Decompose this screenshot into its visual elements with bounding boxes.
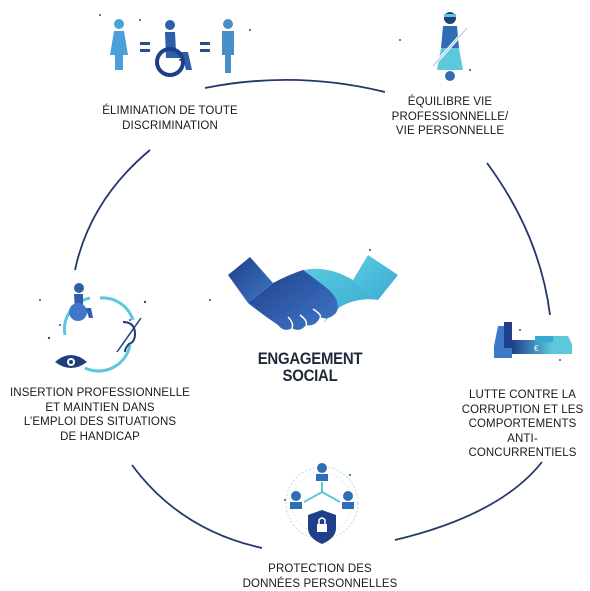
data-protection-icon — [285, 463, 359, 544]
label-discrimination: ÉLIMINATION DE TOUTE DISCRIMINATION — [102, 105, 238, 132]
label-equilibre: ÉQUILIBRE VIE PROFESSIONNELLE/ VIE PERSO… — [391, 96, 509, 137]
svg-text:€: € — [534, 344, 539, 353]
ring-arc-left — [74, 149, 151, 271]
ring-arc-right — [486, 162, 551, 316]
ring-arc-top — [204, 79, 386, 93]
ring-arc-bottom-right — [394, 461, 543, 541]
handshake-icon — [228, 255, 398, 330]
work-life-balance-icon — [431, 12, 469, 81]
label-corruption: LUTTE CONTRE LA CORRUPTION ET LES COMPOR… — [461, 389, 584, 459]
anti-corruption-icon: € — [494, 322, 572, 358]
ring-arc-bottom-left — [131, 464, 263, 549]
center-title: ENGAGEMENT SOCIAL — [257, 349, 363, 385]
label-handicap: INSERTION PROFESSIONNELLE ET MAINTIEN DA… — [10, 387, 190, 443]
equality-people-icon — [110, 19, 234, 77]
disability-inclusion-icon — [47, 283, 147, 373]
label-donnees: PROTECTION DES DONNÉES PERSONNELLES — [242, 563, 398, 590]
